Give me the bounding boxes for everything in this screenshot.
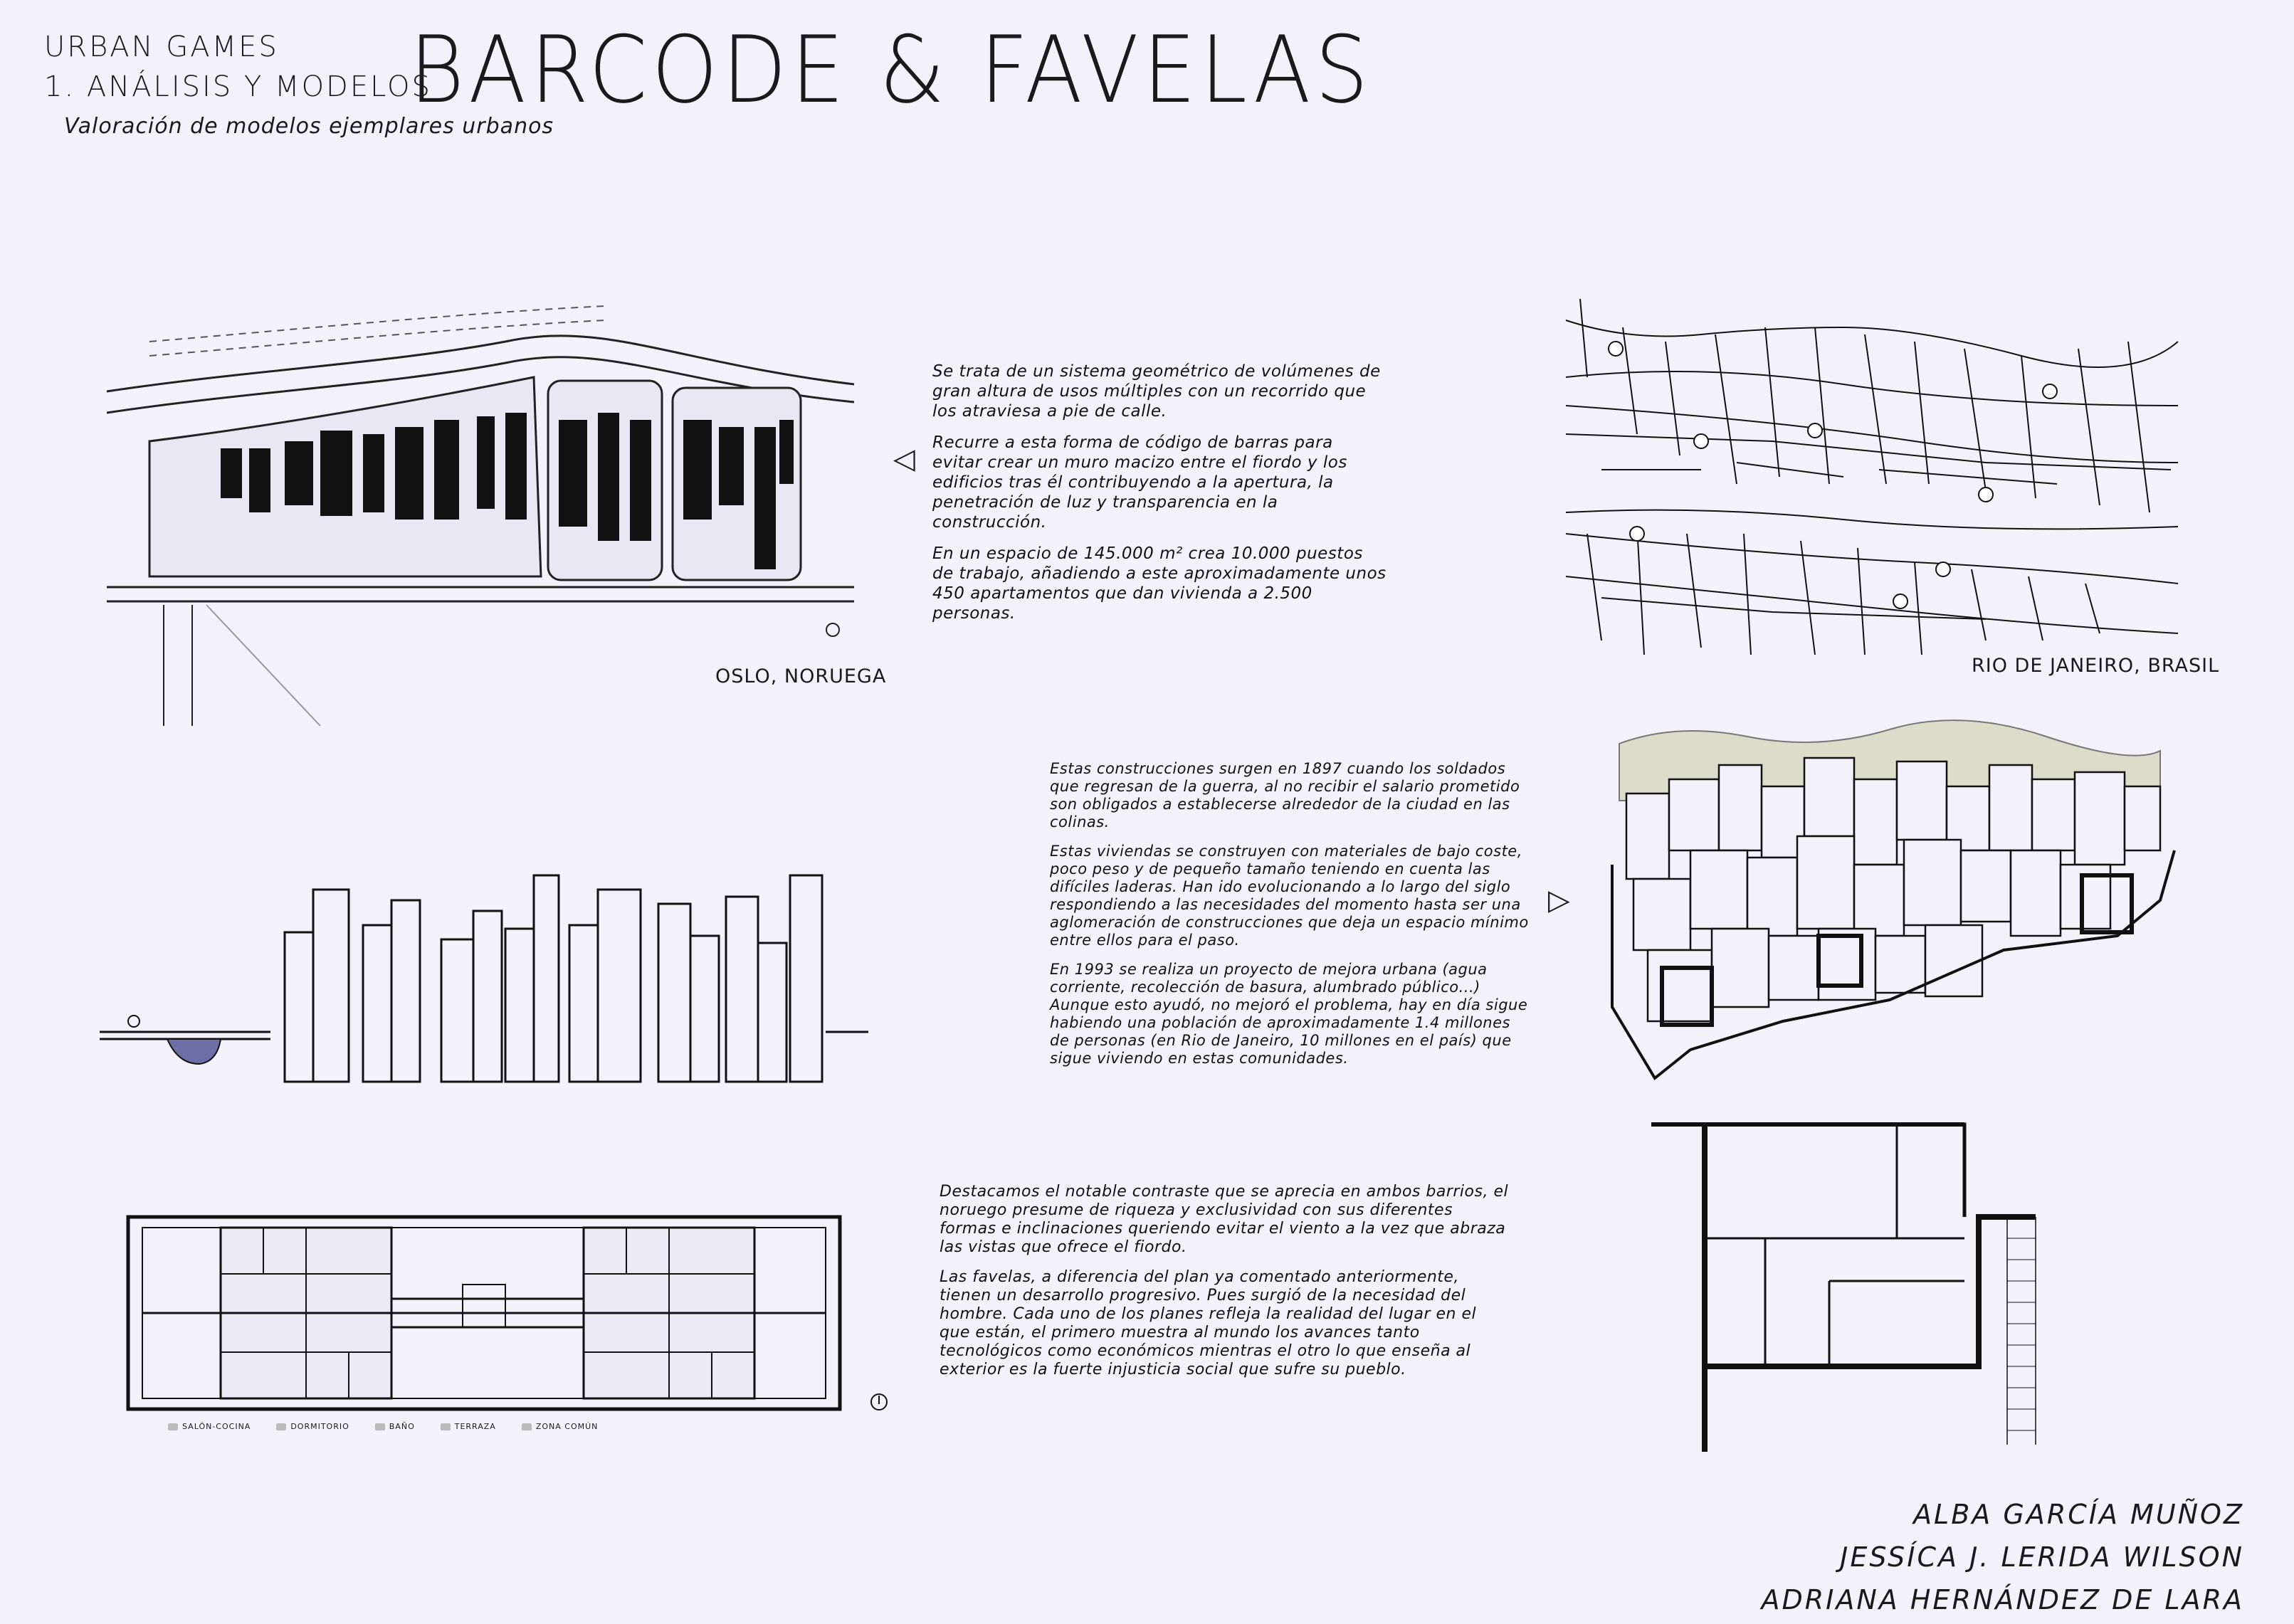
course-name: URBAN GAMES bbox=[44, 31, 279, 63]
legend-item: SALÓN-COCINA bbox=[168, 1422, 251, 1431]
favelas-caption: RIO DE JANEIRO, BRASIL bbox=[1972, 655, 2220, 677]
authors-block: ALBA GARCÍA MUÑOZ JESSÍCA J. LERIDA WILS… bbox=[1762, 1493, 2245, 1621]
comparison-text: Destacamos el notable contraste que se a… bbox=[940, 1183, 1509, 1391]
comparison-paragraph: Destacamos el notable contraste que se a… bbox=[940, 1183, 1509, 1256]
page-subtitle: Valoración de modelos ejemplares urbanos bbox=[64, 114, 554, 139]
barcode-paragraph: Recurre a esta forma de código de barras… bbox=[932, 433, 1347, 532]
legend-item: BAÑO bbox=[374, 1422, 415, 1431]
barcode-elevation bbox=[100, 874, 868, 1083]
favelas-elevation bbox=[1611, 719, 2176, 1080]
comparison-paragraph: Las favelas, a diferencia del plan ya co… bbox=[940, 1268, 1477, 1378]
legend-item: DORMITORIO bbox=[276, 1422, 349, 1431]
legend-item: TERRAZA bbox=[440, 1422, 496, 1431]
course-heading: URBAN GAMES 1. ANÁLISIS Y MODELOS bbox=[44, 27, 432, 107]
barcode-floor-plan bbox=[126, 1215, 842, 1411]
favelas-paragraph: Estas viviendas se construyen con materi… bbox=[1050, 843, 1529, 949]
barcode-caption: OSLO, NORUEGA bbox=[715, 665, 887, 687]
course-unit: 1. ANÁLISIS Y MODELOS bbox=[44, 70, 432, 103]
page-title: BARCODE & FAVELAS bbox=[409, 16, 1373, 124]
floor-plan-legend: SALÓN-COCINA DORMITORIO BAÑO TERRAZA ZON… bbox=[168, 1422, 598, 1431]
author-name: JESSÍCA J. LERIDA WILSON bbox=[1840, 1541, 2244, 1573]
arrow-right-icon: ▷ bbox=[1548, 884, 1570, 917]
north-arrow-icon bbox=[870, 1393, 888, 1411]
legend-item: ZONA COMÚN bbox=[521, 1422, 599, 1431]
arrow-left-icon: ◁ bbox=[893, 443, 915, 475]
author-name: ADRIANA HERNÁNDEZ DE LARA bbox=[1761, 1584, 2244, 1615]
barcode-description: Se trata de un sistema geométrico de vol… bbox=[932, 362, 1388, 635]
favelas-paragraph: En 1993 se realiza un proyecto de mejora… bbox=[1050, 961, 1528, 1067]
favela-floor-plan bbox=[1651, 1122, 2036, 1452]
favelas-paragraph: Estas construcciones surgen en 1897 cuan… bbox=[1050, 760, 1520, 831]
favelas-description: Estas construcciones surgen en 1897 cuan… bbox=[1050, 760, 1534, 1079]
author-name: ALBA GARCÍA MUÑOZ bbox=[1913, 1499, 2244, 1530]
barcode-paragraph: En un espacio de 145.000 m² crea 10.000 … bbox=[932, 544, 1387, 623]
barcode-paragraph: Se trata de un sistema geométrico de vol… bbox=[932, 362, 1381, 421]
barcode-site-plan bbox=[106, 305, 855, 727]
favelas-site-plan bbox=[1565, 298, 2179, 655]
